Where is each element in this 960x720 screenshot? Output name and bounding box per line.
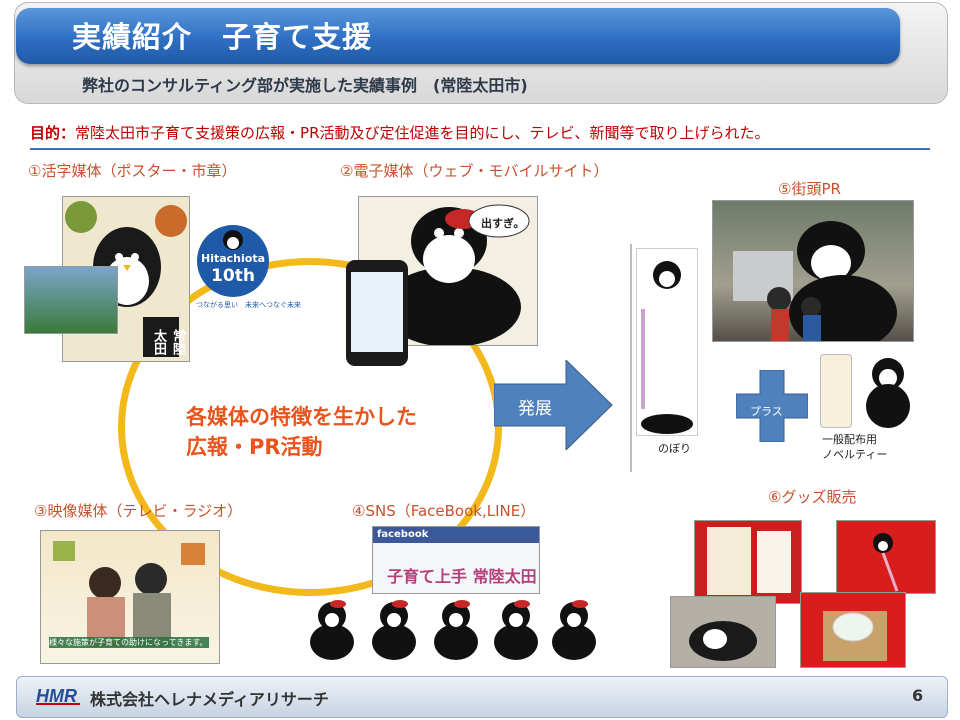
goods-book-cover — [707, 527, 751, 595]
tv-caption: 様々な施策が子育ての助けになってきます。 — [49, 637, 209, 648]
facebook-header — [373, 527, 539, 543]
street-pr-photo — [712, 200, 914, 342]
badge-tagline: つながる思い 未来へつなぐ未来 — [196, 301, 301, 309]
plus-icon — [736, 370, 808, 442]
poster-photo-river — [24, 266, 118, 334]
web-speech-bubble: 出すぎ。 — [481, 217, 525, 230]
facebook-page-screenshot: facebook 子育て上手 常陸太田 — [372, 526, 540, 594]
arrow-label: 発展 — [518, 399, 552, 419]
media-cycle-circle — [118, 258, 502, 596]
center-caption-line2: 広報・PR活動 — [186, 435, 323, 459]
mascot-costume-icon — [733, 221, 897, 341]
badge-anniversary: 10th — [211, 266, 255, 286]
badge-city-name: Hitachiota — [200, 252, 266, 265]
smartphone-image — [346, 260, 408, 366]
poster-text: 常陸太田 — [151, 329, 185, 355]
label-video-media: ③映像媒体（テレビ・ラジオ） — [34, 502, 243, 520]
purpose-line: 目的：常陸太田市子育て支援策の広報・PR活動及び定住促進を目的にし、テレビ、新聞… — [30, 122, 770, 143]
sns-banner-text: 子育て上手 常陸太田 — [387, 567, 537, 586]
expansion-arrow-icon — [494, 360, 613, 450]
label-sns: ④SNS（FaceBook,LINE） — [352, 502, 536, 520]
footer-bar — [16, 676, 948, 718]
label-print-media: ①活字媒体（ポスター・市章） — [28, 162, 237, 180]
goods-book-photo — [694, 520, 802, 604]
novelty-mascot-icon — [866, 358, 910, 428]
banner-mascot-icon — [637, 249, 697, 435]
mobile-site-screen — [351, 272, 403, 352]
novelty-label: 一般配布用 ノベルティー — [822, 432, 887, 462]
page-number: 6 — [912, 686, 924, 705]
label-street-pr: ⑤街頭PR — [778, 180, 841, 198]
company-name: 株式会社ヘレナメディアリサーチ — [90, 690, 329, 709]
facebook-logo: facebook — [377, 529, 429, 540]
novelty-label-line2: ノベルティー — [822, 448, 888, 461]
purpose-label: 目的： — [30, 124, 76, 142]
company-logo-icon: HMR — [36, 686, 80, 706]
center-caption-line1: 各媒体の特徴を生かした — [186, 405, 417, 429]
purpose-text: 常陸太田市子育て支援策の広報・PR活動及び定住促進を目的にし、テレビ、新聞等で取… — [75, 124, 770, 142]
center-caption: 各媒体の特徴を生かした 広報・PR活動 — [186, 402, 417, 462]
label-goods-sales: ⑥グッズ販売 — [768, 488, 857, 506]
company-logo-text: HMR — [36, 686, 77, 706]
banner-pole — [630, 244, 632, 472]
line-stamp-mascots-icon — [310, 600, 596, 660]
label-electronic-media: ②電子媒体（ウェブ・モバイルサイト） — [340, 162, 609, 180]
nobori-label: のぼり — [658, 442, 691, 455]
pen-mascot-icon — [873, 533, 899, 592]
line-stickers — [298, 592, 598, 664]
mascot-head-icon — [223, 230, 243, 250]
goods-pen-photo — [836, 520, 936, 594]
glass-coaster-icon — [823, 611, 887, 661]
figurine-icon — [689, 621, 757, 661]
title-bar — [16, 8, 900, 64]
goods-coaster-photo — [800, 592, 906, 668]
page-title: 実績紹介 子育て支援 — [72, 20, 373, 54]
goods-figurine-photo — [670, 596, 776, 668]
novelty-item-image — [820, 354, 852, 428]
nobori-banner-image — [636, 248, 698, 436]
tv-broadcast-image: 様々な施策が子育ての助けになってきます。 — [40, 530, 220, 664]
plus-label: プラス — [750, 405, 783, 418]
page-subtitle: 弊社のコンサルティング部が実施した実績事例 (常陸太田市) — [82, 76, 528, 95]
divider — [30, 148, 930, 150]
goods-card — [757, 531, 791, 593]
novelty-label-line1: 一般配布用 — [822, 433, 877, 446]
